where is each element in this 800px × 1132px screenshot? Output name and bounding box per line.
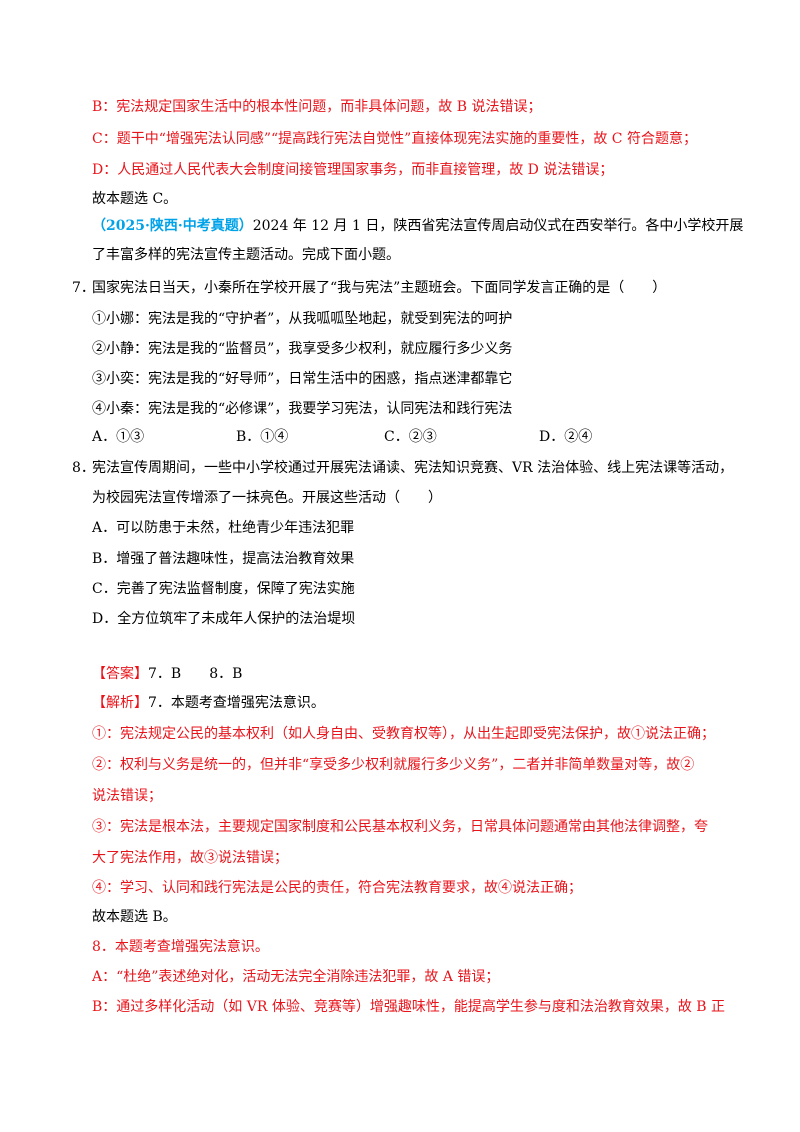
- question-7-item-1: ①小娜：宪法是我的“守护者”，从我呱呱坠地起，就受到宪法的呵护: [92, 311, 513, 327]
- analysis-q7-item-3a: ③：宪法是根本法，主要规定国家制度和公民基本权利义务，日常具体问题通常由其他法律…: [92, 819, 708, 835]
- analysis-header: 【解析】7．本题考查增强宪法意识。: [92, 693, 325, 713]
- analysis-option-b: B：宪法规定国家生活中的根本性问题，而非具体问题，故 B 说法错误；: [92, 99, 542, 115]
- question-7-option-b: B．①④: [236, 429, 289, 445]
- analysis-q7-intro: 7．本题考查增强宪法意识。: [148, 695, 325, 711]
- analysis-q8-intro: 8．本题考查增强宪法意识。: [92, 939, 269, 955]
- question-7-item-4: ④小秦：宪法是我的“必修课”，我要学习宪法，认同宪法和践行宪法: [92, 401, 513, 417]
- question-7-item-3: ③小奕：宪法是我的“好导师”，日常生活中的困惑，指点迷津都靠它: [92, 371, 513, 387]
- analysis-q7-item-3b: 大了宪法作用，故③说法错误；: [92, 850, 288, 866]
- analysis-tag: 【解析】: [92, 695, 148, 711]
- analysis-q8-option-b: B：通过多样化活动（如 VR 体验、竞赛等）增强趣味性，能提高学生参与度和法治教…: [92, 999, 726, 1015]
- analysis-q7-item-4: ④：学习、认同和践行宪法是公民的责任，符合宪法教育要求，故④说法正确；: [92, 880, 582, 896]
- answer-line: 【答案】7．B 8．B: [92, 664, 242, 684]
- question-8-option-d: D．全方位筑牢了未成年人保护的法治堤坝: [92, 611, 356, 627]
- answer-tag: 【答案】: [92, 666, 148, 682]
- question-8-stem-1: 宪法宣传周期间，一些中小学校通过开展宪法诵读、宪法知识竞赛、VR 法治体验、线上…: [92, 460, 734, 476]
- question-7-number: 7．: [72, 280, 95, 296]
- analysis-option-c: C：题干中“增强宪法认同感”“提高践行宪法自觉性”直接体现宪法实施的重要性，故 …: [92, 131, 697, 147]
- analysis-option-d: D：人民通过人民代表大会制度间接管理国家事务，而非直接管理，故 D 说法错误；: [92, 162, 614, 178]
- analysis-q7-conclusion: 故本题选 B。: [92, 909, 177, 925]
- question-7-option-c: C．②③: [384, 429, 437, 445]
- analysis-q7-item-2a: ②：权利与义务是统一的，但并非“享受多少权利就履行多少义务”，二者并非简单数量对…: [92, 757, 695, 773]
- material-line-1: （2025·陕西·中考真题）2024 年 12 月 1 日，陕西省宪法宣传周启动…: [92, 216, 743, 236]
- question-7-item-2: ②小静：宪法是我的“监督员”，我享受多少权利，就应履行多少义务: [92, 341, 513, 357]
- question-7-option-d: D．②④: [539, 429, 593, 445]
- question-8-number: 8．: [72, 460, 95, 476]
- analysis-conclusion: 故本题选 C。: [92, 191, 178, 207]
- question-7-option-a: A．①③: [92, 429, 145, 445]
- question-8-option-c: C．完善了宪法监督制度，保障了宪法实施: [92, 581, 355, 597]
- question-8-option-b: B．增强了普法趣味性，提高法治教育效果: [92, 551, 355, 567]
- answer-text: 7．B 8．B: [148, 666, 243, 682]
- analysis-q7-item-2b: 说法错误；: [92, 788, 162, 804]
- material-text-1: 2024 年 12 月 1 日，陕西省宪法宣传周启动仪式在西安举行。各中小学校开…: [252, 218, 744, 234]
- analysis-q8-option-a: A：“杜绝”表述绝对化，活动无法完全消除违法犯罪，故 A 错误；: [92, 969, 500, 985]
- material-source: （2025·陕西·中考真题）: [92, 218, 253, 234]
- analysis-q7-item-1: ①：宪法规定公民的基本权利（如人身自由、受教育权等），从出生起即受宪法保护，故①…: [92, 726, 715, 742]
- question-7-stem: 国家宪法日当天，小秦所在学校开展了“我与宪法”主题班会。下面同学发言正确的是（ …: [92, 280, 667, 296]
- question-8-stem-2: 为校园宪法宣传增添了一抹亮色。开展这些活动（ ）: [92, 490, 442, 506]
- material-line-2: 了丰富多样的宪法宣传主题活动。完成下面小题。: [92, 247, 400, 263]
- question-8-option-a: A．可以防患于未然，杜绝青少年违法犯罪: [92, 520, 355, 536]
